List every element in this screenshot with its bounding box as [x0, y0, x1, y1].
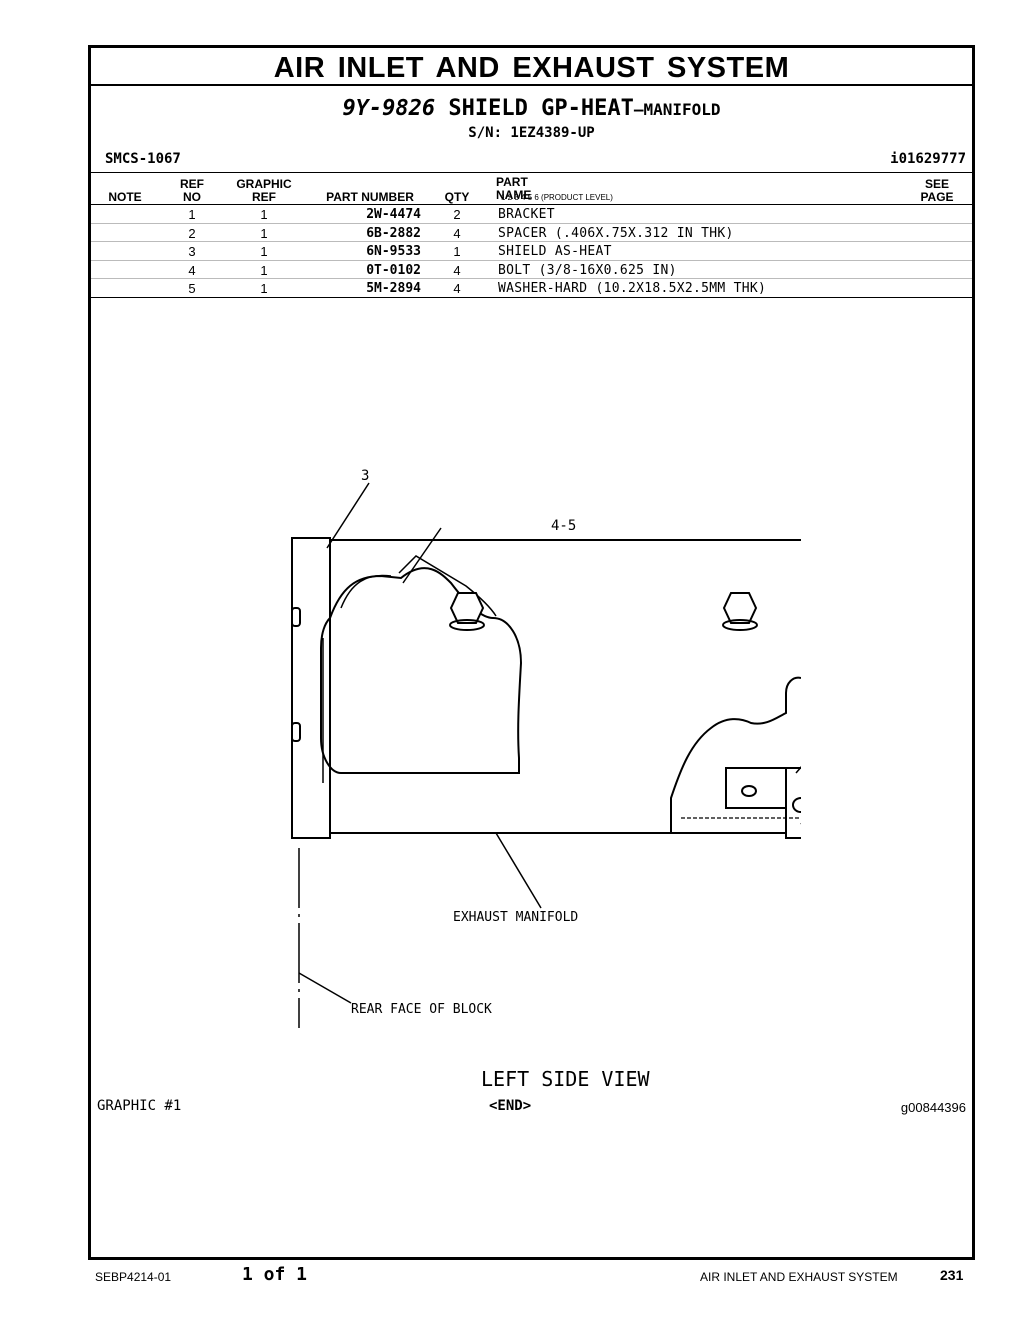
- flange-slot: [291, 722, 301, 742]
- part-number: 5M-2894: [366, 281, 421, 296]
- quantity: 4: [453, 281, 461, 296]
- bracket: [670, 676, 801, 833]
- part-number: 2W-4474: [366, 207, 421, 222]
- ref-no: 3: [188, 244, 196, 259]
- shield-flange: [291, 537, 331, 839]
- bolt-1: [449, 592, 485, 631]
- graphic-ref: 1: [260, 244, 268, 259]
- shield-plate: [330, 539, 801, 541]
- col-ref-no: NO: [183, 190, 201, 204]
- callout-4-5: 4-5: [551, 518, 576, 534]
- ref-no: 1: [188, 207, 196, 222]
- quantity: 4: [453, 225, 461, 241]
- col-part-name: PART NAME: [496, 175, 532, 202]
- col-product-level: 1 2 3 4 5 6 (PRODUCT LEVEL): [501, 193, 613, 202]
- exploded-view-drawing: 3 4-5 2 1 EXHAUST MANIFOLD REAR FACE OF …: [291, 468, 801, 1088]
- rear-face-label: REAR FACE OF BLOCK: [351, 1002, 492, 1017]
- exhaust-manifold: [320, 567, 523, 774]
- part-name: BOLT (3/8-16X0.625 IN): [498, 262, 677, 278]
- part-name: BRACKET: [498, 207, 555, 222]
- exhaust-manifold-label: EXHAUST MANIFOLD: [453, 910, 578, 925]
- col-see: SEE: [924, 177, 949, 191]
- table-row: 5 1 5M-2894 4 WASHER-HARD (10.2X18.5X2.5…: [91, 279, 972, 298]
- parts-table: 1 1 2W-4474 2 BRACKET 2 1 6B-2882 4 SPAC…: [91, 205, 972, 298]
- end-label: <END>: [489, 1098, 532, 1114]
- col-note: NOTE: [108, 190, 142, 204]
- smcs-code: SMCS-1067: [105, 151, 181, 167]
- divider: [91, 172, 972, 173]
- col-graphic: GRAPHIC: [236, 177, 292, 191]
- group-name: SHIELD GP-HEAT: [448, 96, 634, 121]
- ref-no: 5: [188, 281, 196, 296]
- graphic-ref: 1: [260, 262, 268, 278]
- part-name: SHIELD AS-HEAT: [498, 244, 612, 259]
- col-ref: REF: [180, 177, 204, 191]
- graphic-ref: 1: [260, 207, 268, 222]
- graphic-id: g00844396: [900, 1100, 966, 1115]
- col-part-number: PART NUMBER: [326, 190, 414, 204]
- col-graphic-ref: REF: [252, 190, 276, 204]
- illustration-id: i01629777: [890, 151, 966, 167]
- page-number: 231: [940, 1267, 964, 1283]
- page-title: AIR INLET AND EXHAUST SYSTEM: [91, 48, 972, 86]
- view-label: LEFT SIDE VIEW: [481, 1067, 651, 1088]
- group-title: 9Y-9826 SHIELD GP-HEAT—MANIFOLD: [91, 96, 972, 121]
- quantity: 4: [453, 262, 461, 278]
- page-of: 1 of 1: [242, 1264, 308, 1285]
- col-qty: QTY: [444, 190, 470, 204]
- group-name-suffix: —MANIFOLD: [633, 100, 721, 119]
- table-row: 2 1 6B-2882 4 SPACER (.406X.75X.312 IN T…: [91, 224, 972, 242]
- ref-no: 4: [188, 262, 196, 278]
- table-row: 3 1 6N-9533 1 SHIELD AS-HEAT: [91, 242, 972, 261]
- ref-no: 2: [188, 225, 196, 241]
- part-name: WASHER-HARD (10.2X18.5X2.5MM THK): [498, 281, 767, 296]
- callout-3: 3: [361, 468, 369, 484]
- part-number: 6B-2882: [366, 225, 421, 241]
- flange-slot: [291, 607, 301, 627]
- page-frame: AIR INLET AND EXHAUST SYSTEM 9Y-9826 SHI…: [88, 45, 975, 1260]
- bolt-2: [722, 592, 758, 631]
- part-number: 6N-9533: [366, 244, 421, 259]
- doc-id: SEBP4214-01: [95, 1270, 172, 1284]
- table-row: 4 1 0T-0102 4 BOLT (3/8-16X0.625 IN): [91, 261, 972, 279]
- col-page: PAGE: [920, 190, 954, 204]
- group-part-number: 9Y-9826: [342, 96, 436, 121]
- graphic-ref: 1: [260, 281, 268, 296]
- part-name: SPACER (.406X.75X.312 IN THK): [498, 225, 734, 241]
- part-number: 0T-0102: [366, 262, 421, 278]
- divider: [91, 204, 972, 205]
- graphic-label: GRAPHIC #1: [97, 1098, 182, 1114]
- graphic-ref: 1: [260, 225, 268, 241]
- table-row: 1 1 2W-4474 2 BRACKET: [91, 205, 972, 224]
- quantity: 2: [453, 207, 461, 222]
- footer-system: AIR INLET AND EXHAUST SYSTEM: [700, 1270, 898, 1284]
- quantity: 1: [453, 244, 461, 259]
- serial-number: S/N: 1EZ4389-UP: [468, 125, 595, 141]
